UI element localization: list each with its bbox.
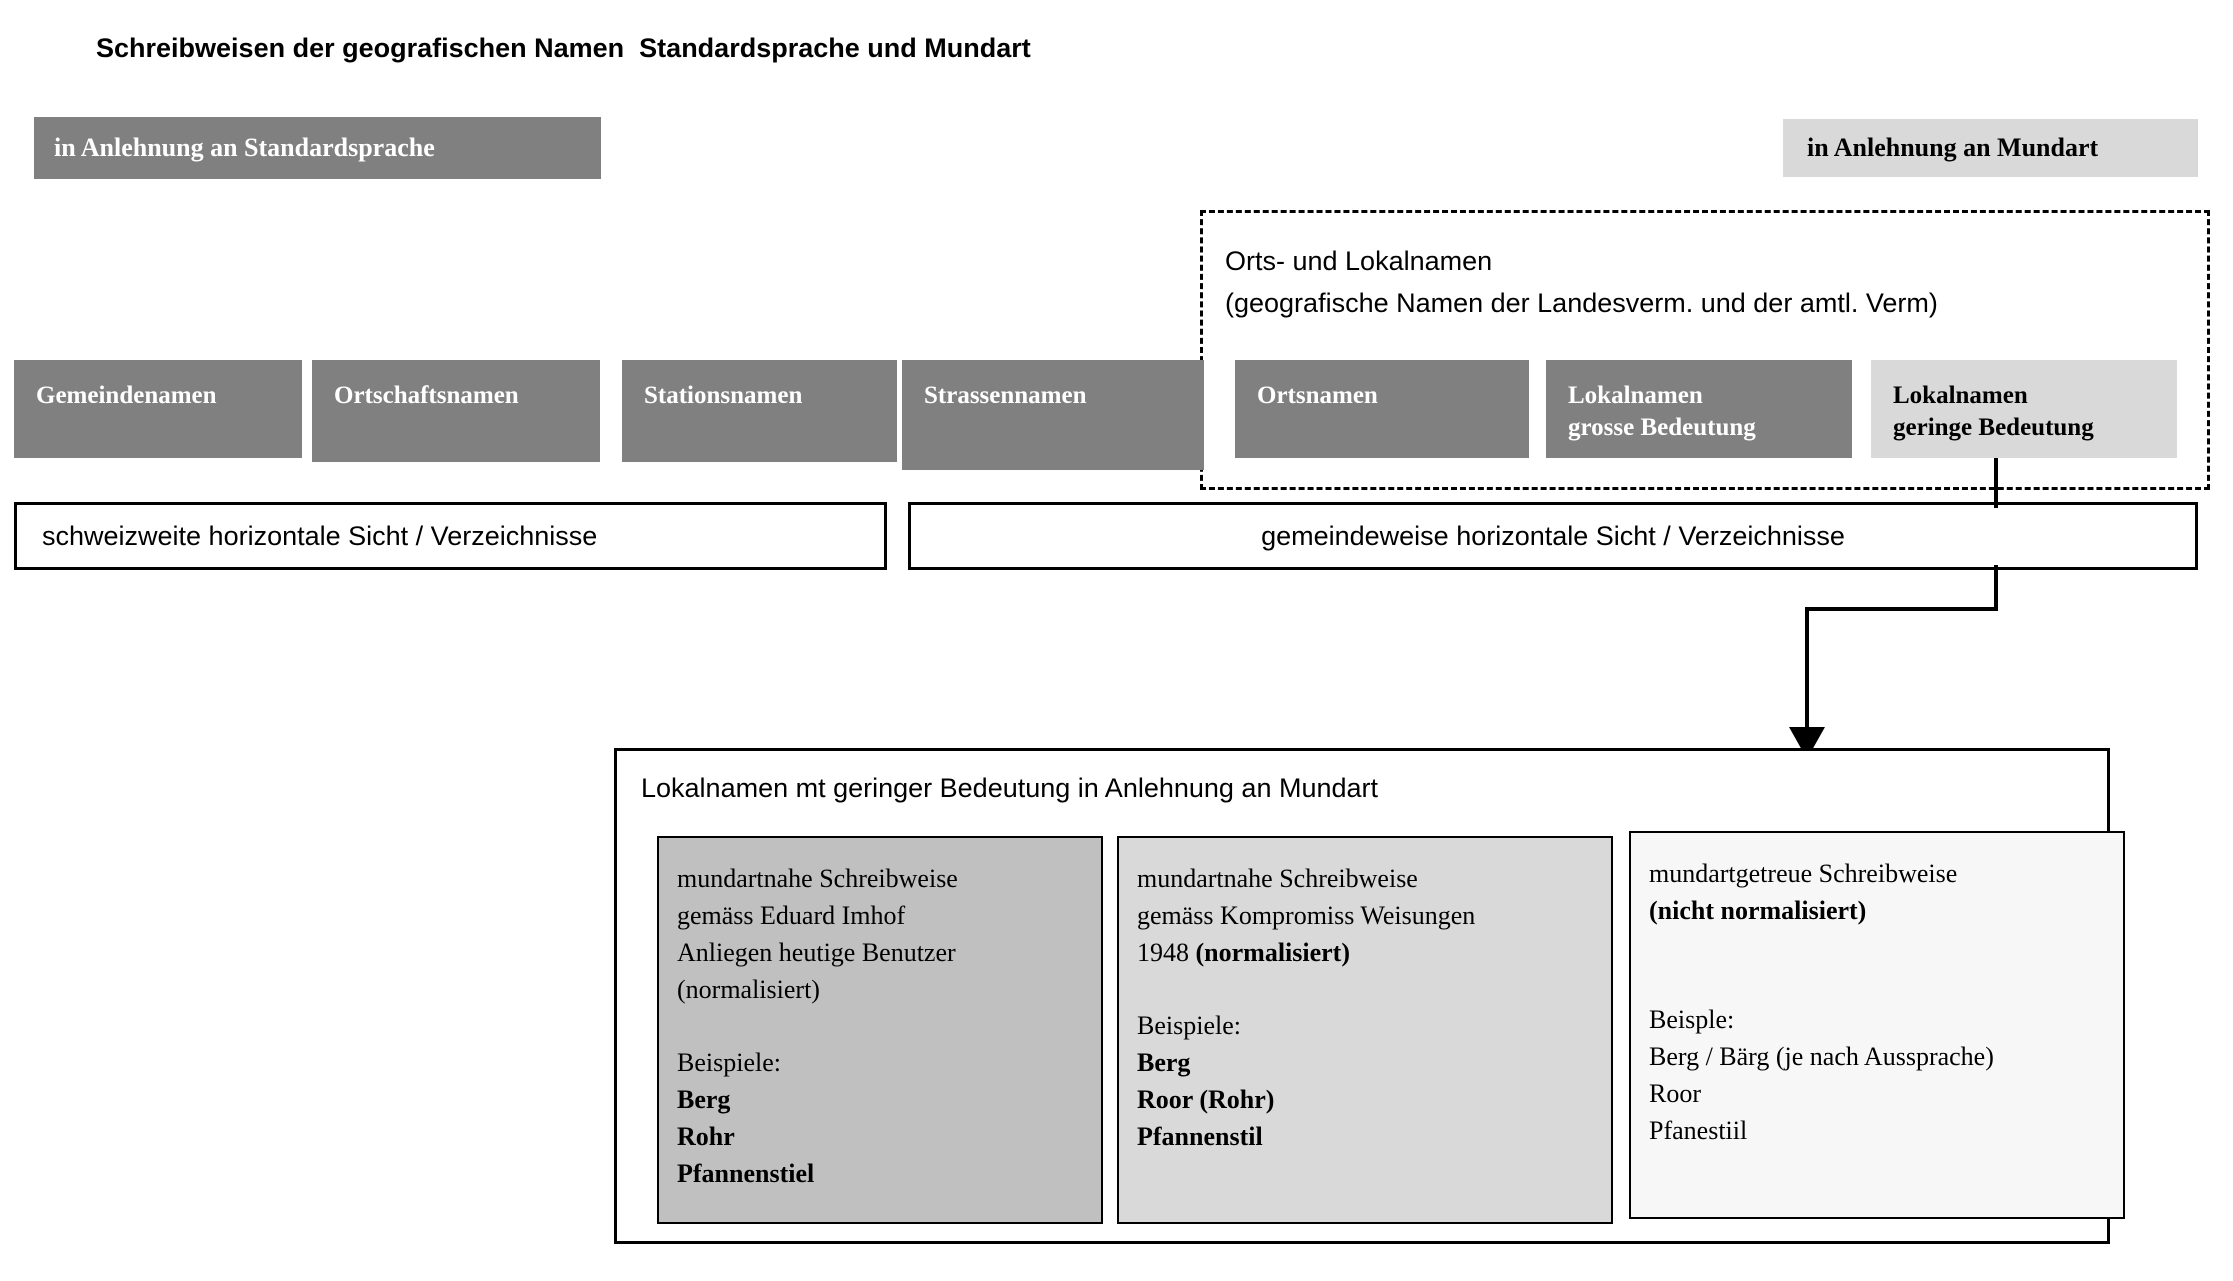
dashed-group-label-line1: Orts- und Lokalnamen	[1225, 246, 1493, 276]
header-mundart: in Anlehnung an Mundart	[1783, 119, 2198, 177]
header-standardsprache: in Anlehnung an Standardsprache	[34, 117, 601, 179]
page-title: Schreibweisen der geografischen Namen St…	[96, 33, 1031, 63]
schreibweise-card-imhof[interactable]: mundartnahe Schreibweise gemäss Eduard I…	[657, 836, 1103, 1224]
category-box-stationsnamen[interactable]: Stationsnamen	[622, 360, 897, 462]
connector-segment-horizontal	[1805, 607, 1998, 611]
card-getreu-description: mundartgetreue Schreibweise (nicht norma…	[1649, 855, 2107, 929]
card-kompromiss-example-2: Roor (Rohr)	[1137, 1085, 1275, 1114]
card-kompromiss-description-plain: mundartnahe Schreibweise gemäss Kompromi…	[1137, 864, 1476, 967]
card-imhof-example-1: Berg	[677, 1085, 731, 1114]
category-box-strassennamen[interactable]: Strassennamen	[902, 360, 1204, 470]
card-imhof-example-3: Pfannenstiel	[677, 1159, 815, 1188]
dashed-group-orts-und-lokalnamen: Orts- und Lokalnamen (geografische Namen …	[1200, 210, 2210, 490]
category-box-ortsnamen[interactable]: Ortsnamen	[1235, 360, 1529, 458]
sight-box-gemeindeweise: gemeindeweise horizontale Sicht / Verzei…	[908, 502, 2198, 570]
card-kompromiss-example-3: Pfannenstil	[1137, 1122, 1263, 1151]
card-imhof-description: mundartnahe Schreibweise gemäss Eduard I…	[677, 864, 958, 1004]
card-getreu-description-plain: mundartgetreue Schreibweise	[1649, 859, 1958, 888]
card-imhof-examples-label: Beispiele:	[677, 1048, 781, 1077]
schreibweise-card-kompromiss-1948[interactable]: mundartnahe Schreibweise gemäss Kompromi…	[1117, 836, 1613, 1224]
detail-panel-title: Lokalnamen mt geringer Bedeutung in Anle…	[641, 773, 1379, 803]
card-getreu-example-2: Roor	[1649, 1079, 1701, 1108]
card-kompromiss-description-bold: (normalisiert)	[1195, 938, 1351, 967]
card-kompromiss-description: mundartnahe Schreibweise gemäss Kompromi…	[1137, 860, 1595, 971]
card-getreu-description-bold: (nicht normalisiert)	[1649, 896, 1867, 925]
card-getreu-example-3: Pfanestiil	[1649, 1116, 1748, 1145]
category-box-lokalnamen-geringe-bedeutung[interactable]: Lokalnamen geringe Bedeutung	[1871, 360, 2177, 458]
card-kompromiss-example-1: Berg	[1137, 1048, 1191, 1077]
category-box-ortschaftsnamen[interactable]: Ortschaftsnamen	[312, 360, 600, 462]
connector-segment-vertical-bottom	[1805, 607, 1809, 737]
card-imhof-example-2: Rohr	[677, 1122, 735, 1151]
connector-segment-vertical-mid	[1994, 565, 1998, 611]
category-box-gemeindenamen[interactable]: Gemeindenamen	[14, 360, 302, 458]
schreibweise-card-mundartgetreu[interactable]: mundartgetreue Schreibweise (nicht norma…	[1629, 831, 2125, 1219]
dashed-group-label: Orts- und Lokalnamen (geografische Namen …	[1225, 240, 1938, 324]
connector-segment-vertical-top	[1994, 458, 1998, 508]
category-box-lokalnamen-grosse-bedeutung[interactable]: Lokalnamen grosse Bedeutung	[1546, 360, 1852, 458]
sight-box-schweizweit: schweizweite horizontale Sicht / Verzeic…	[14, 502, 887, 570]
detail-panel-lokalnamen: Lokalnamen mt geringer Bedeutung in Anle…	[614, 748, 2125, 1244]
card-getreu-examples-label: Beisple:	[1649, 1005, 1735, 1034]
dashed-group-label-line2: (geografische Namen der Landesverm. und …	[1225, 288, 1938, 318]
card-kompromiss-spacer	[1137, 971, 1595, 1007]
card-getreu-example-1: Berg / Bärg (je nach Aussprache)	[1649, 1042, 1994, 1071]
card-getreu-spacer	[1649, 929, 2107, 1001]
card-imhof-spacer	[677, 1008, 1085, 1044]
card-kompromiss-examples-label: Beispiele:	[1137, 1011, 1241, 1040]
